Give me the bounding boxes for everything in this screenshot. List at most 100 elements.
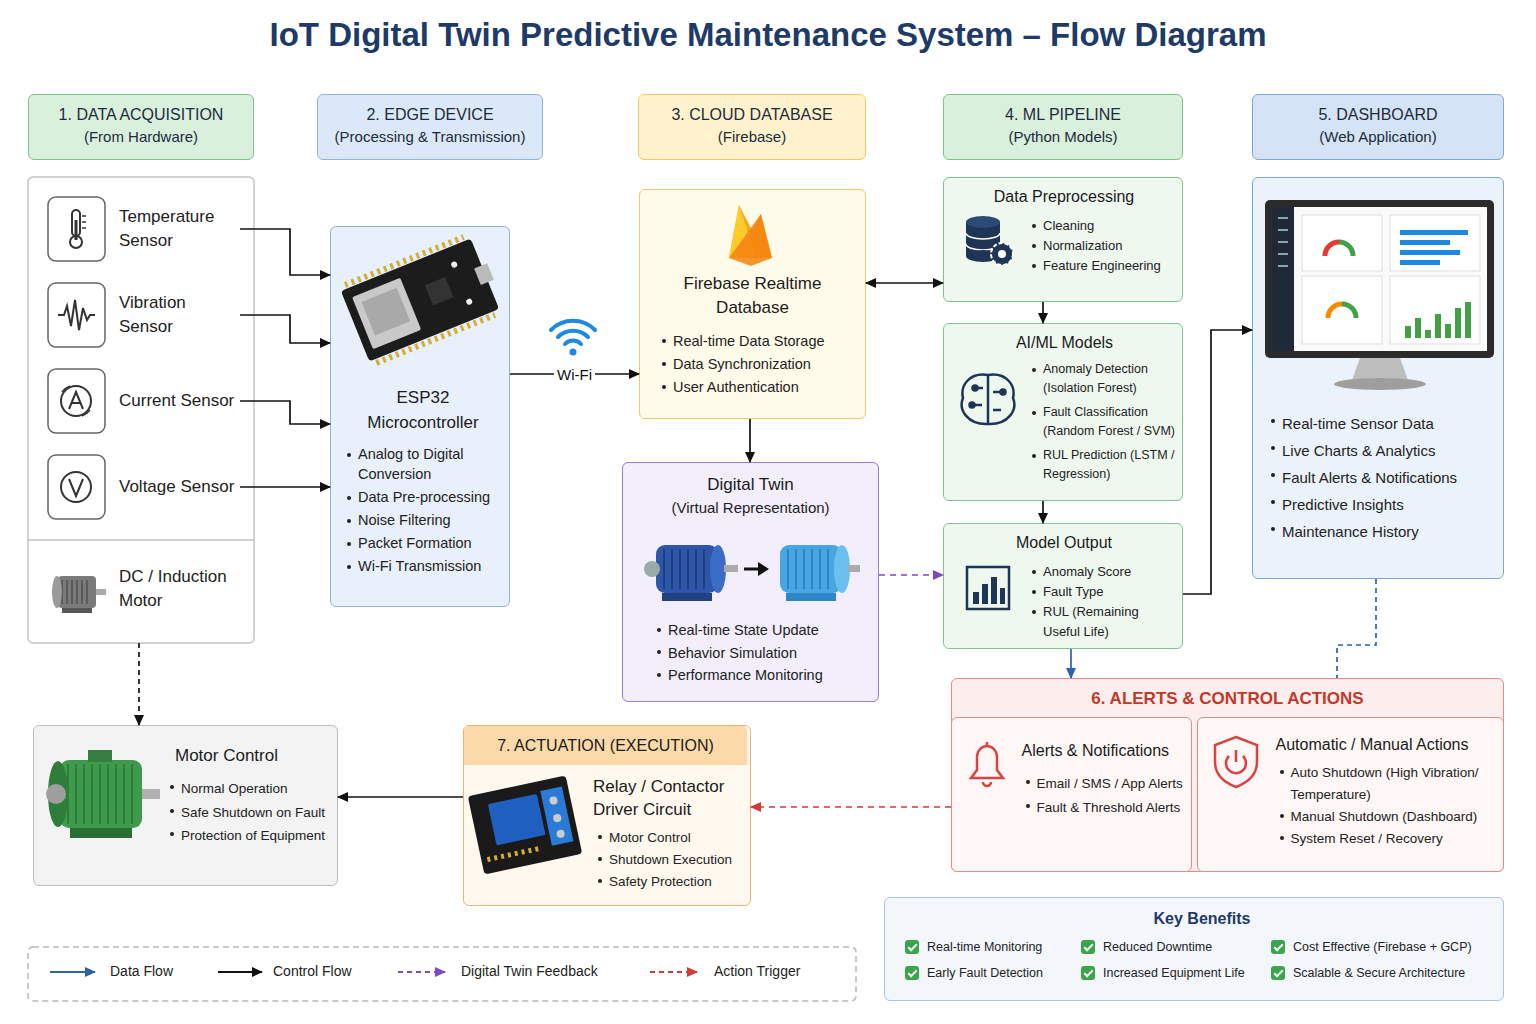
dashboard-monitor: [1302, 276, 1382, 344]
motor-illustration: [70, 828, 132, 838]
bell-icon: [971, 742, 1003, 786]
twin-motors: [644, 545, 860, 601]
sensor-icon: [72, 210, 80, 236]
node-text: Wi-Fi Transmission: [345, 556, 501, 576]
node-text: Data Synchronization: [660, 353, 857, 376]
twin-motors: [710, 545, 726, 593]
brain-icon: [972, 375, 1003, 424]
power-icon: [1226, 756, 1246, 773]
node-text: Anomaly Score: [1030, 562, 1178, 582]
node-text: Packet Formation: [345, 533, 501, 553]
node-heading: 5. DASHBOARD: [1257, 104, 1499, 126]
motor-icon: [52, 576, 106, 613]
node-text: Fault & Threshold Alerts: [1024, 796, 1185, 820]
esp32-board: [345, 237, 464, 285]
process-box: Digital Twin(Virtual Representation)Real…: [622, 462, 879, 702]
node-heading: Key Benefits: [905, 908, 1499, 930]
node-heading: 2. EDGE DEVICE: [322, 104, 538, 126]
sensor-icon: [58, 300, 95, 330]
dashboard-monitor: [1272, 207, 1294, 351]
dashboard-monitor: [1408, 302, 1468, 338]
bell-icon: [983, 782, 991, 786]
node-text: Safety Protection: [596, 871, 747, 893]
process-box: ESP32 MicrocontrollerAnalog to Digital C…: [330, 226, 510, 607]
motor-illustration: [68, 764, 132, 824]
twin-motors: [786, 593, 836, 601]
legend-sample: [650, 971, 697, 973]
process-box: AI/ML ModelsAnomaly Detection (Isolation…: [943, 323, 1183, 501]
node-text: RUL Prediction (LSTM / Regression): [1030, 446, 1179, 484]
node-text: (Firebase): [643, 126, 861, 148]
dashboard-monitor: [1265, 200, 1494, 390]
twin-motors: [788, 549, 828, 589]
node-text: Scalable & Secure Architecture: [1271, 960, 1499, 986]
sensor-icon: [82, 216, 86, 228]
wifi-icon: [551, 321, 595, 330]
brain-icon: [1001, 390, 1006, 395]
sensor-icon: [48, 197, 105, 519]
node-text: Fault Alerts & Notifications: [1269, 464, 1495, 491]
legend-sample: [218, 971, 262, 973]
flow-arrow: [338, 796, 463, 798]
edge-label: Wi-Fi: [554, 366, 595, 383]
twin-motors: [662, 593, 712, 601]
twin-motors: [848, 565, 860, 572]
firebase-logo: [729, 214, 772, 266]
node-heading: Firebase Realtime Database: [648, 272, 857, 320]
process-box: 4. ML PIPELINE(Python Models): [943, 94, 1183, 160]
node-heading: Model Output: [950, 532, 1178, 554]
sensor-icon: [70, 236, 82, 248]
dashboard-monitor: [1390, 276, 1480, 344]
sensor-icon: [48, 197, 105, 261]
node-text: Cleaning: [1030, 216, 1178, 236]
process-box: Vibration Sensor: [44, 281, 240, 349]
node-text: Maintenance History: [1269, 518, 1495, 545]
relay-board: [468, 775, 582, 874]
brain-icon: [962, 375, 1015, 424]
node-heading: 3. CLOUD DATABASE: [643, 104, 861, 126]
relay-board: [488, 794, 546, 845]
sensor-panel: [28, 177, 254, 643]
flow-arrow: [240, 401, 330, 424]
process-box: 6. ALERTS & CONTROL ACTIONSAlerts & Noti…: [951, 678, 1504, 872]
database-icon: [966, 216, 1013, 265]
flow-arrow: [510, 373, 639, 375]
node-text: Live Charts & Analytics: [1269, 437, 1495, 464]
diagram-title: IoT Digital Twin Predictive Maintenance …: [0, 16, 1536, 54]
database-icon: [991, 243, 1013, 265]
relay-board: [556, 829, 565, 838]
node-text: (Python Models): [948, 126, 1178, 148]
node-heading: Real-time Sensor Data: [1269, 410, 1495, 437]
node-text: (From Hardware): [33, 126, 249, 148]
process-box: Model OutputAnomaly ScoreFault TypeRUL (…: [943, 523, 1183, 649]
node-heading: Voltage Sensor: [119, 475, 240, 499]
legend-sample: [50, 971, 95, 973]
process-box: Current Sensor: [44, 367, 240, 435]
esp32-board: [450, 261, 458, 269]
dashboard-monitor: [1265, 200, 1494, 358]
node-heading: Digital Twin: [631, 473, 870, 497]
dashboard-monitor: [1400, 230, 1468, 235]
dashboard-monitor: [1302, 215, 1382, 271]
dashboard-monitor: [1390, 215, 1480, 271]
bell-icon: [971, 746, 1003, 778]
node-text: Email / SMS / App Alerts: [1024, 772, 1185, 796]
database-icon: [966, 233, 1000, 250]
brain-icon: [973, 386, 978, 391]
node-heading: Current Sensor: [119, 389, 240, 413]
motor-illustration: [60, 760, 142, 828]
wifi-icon: [558, 331, 588, 337]
dashboard-monitor: [1400, 250, 1460, 255]
node-text: Normalization: [1030, 236, 1178, 256]
twin-motors: [664, 549, 704, 589]
node-text: Auto Shutdown (High Vibration/ Temperatu…: [1278, 762, 1497, 806]
wifi-icon: [565, 341, 581, 344]
esp32-board: [339, 233, 506, 366]
node-text: Noise Filtering: [345, 510, 501, 530]
firebase-logo: [729, 205, 772, 266]
node-text: RUL (Remaining Useful Life): [1030, 602, 1178, 642]
sensor-icon: [69, 479, 83, 496]
flow-arrow: [1042, 501, 1044, 523]
node-heading: Automatic / Manual Actions: [1276, 734, 1497, 756]
